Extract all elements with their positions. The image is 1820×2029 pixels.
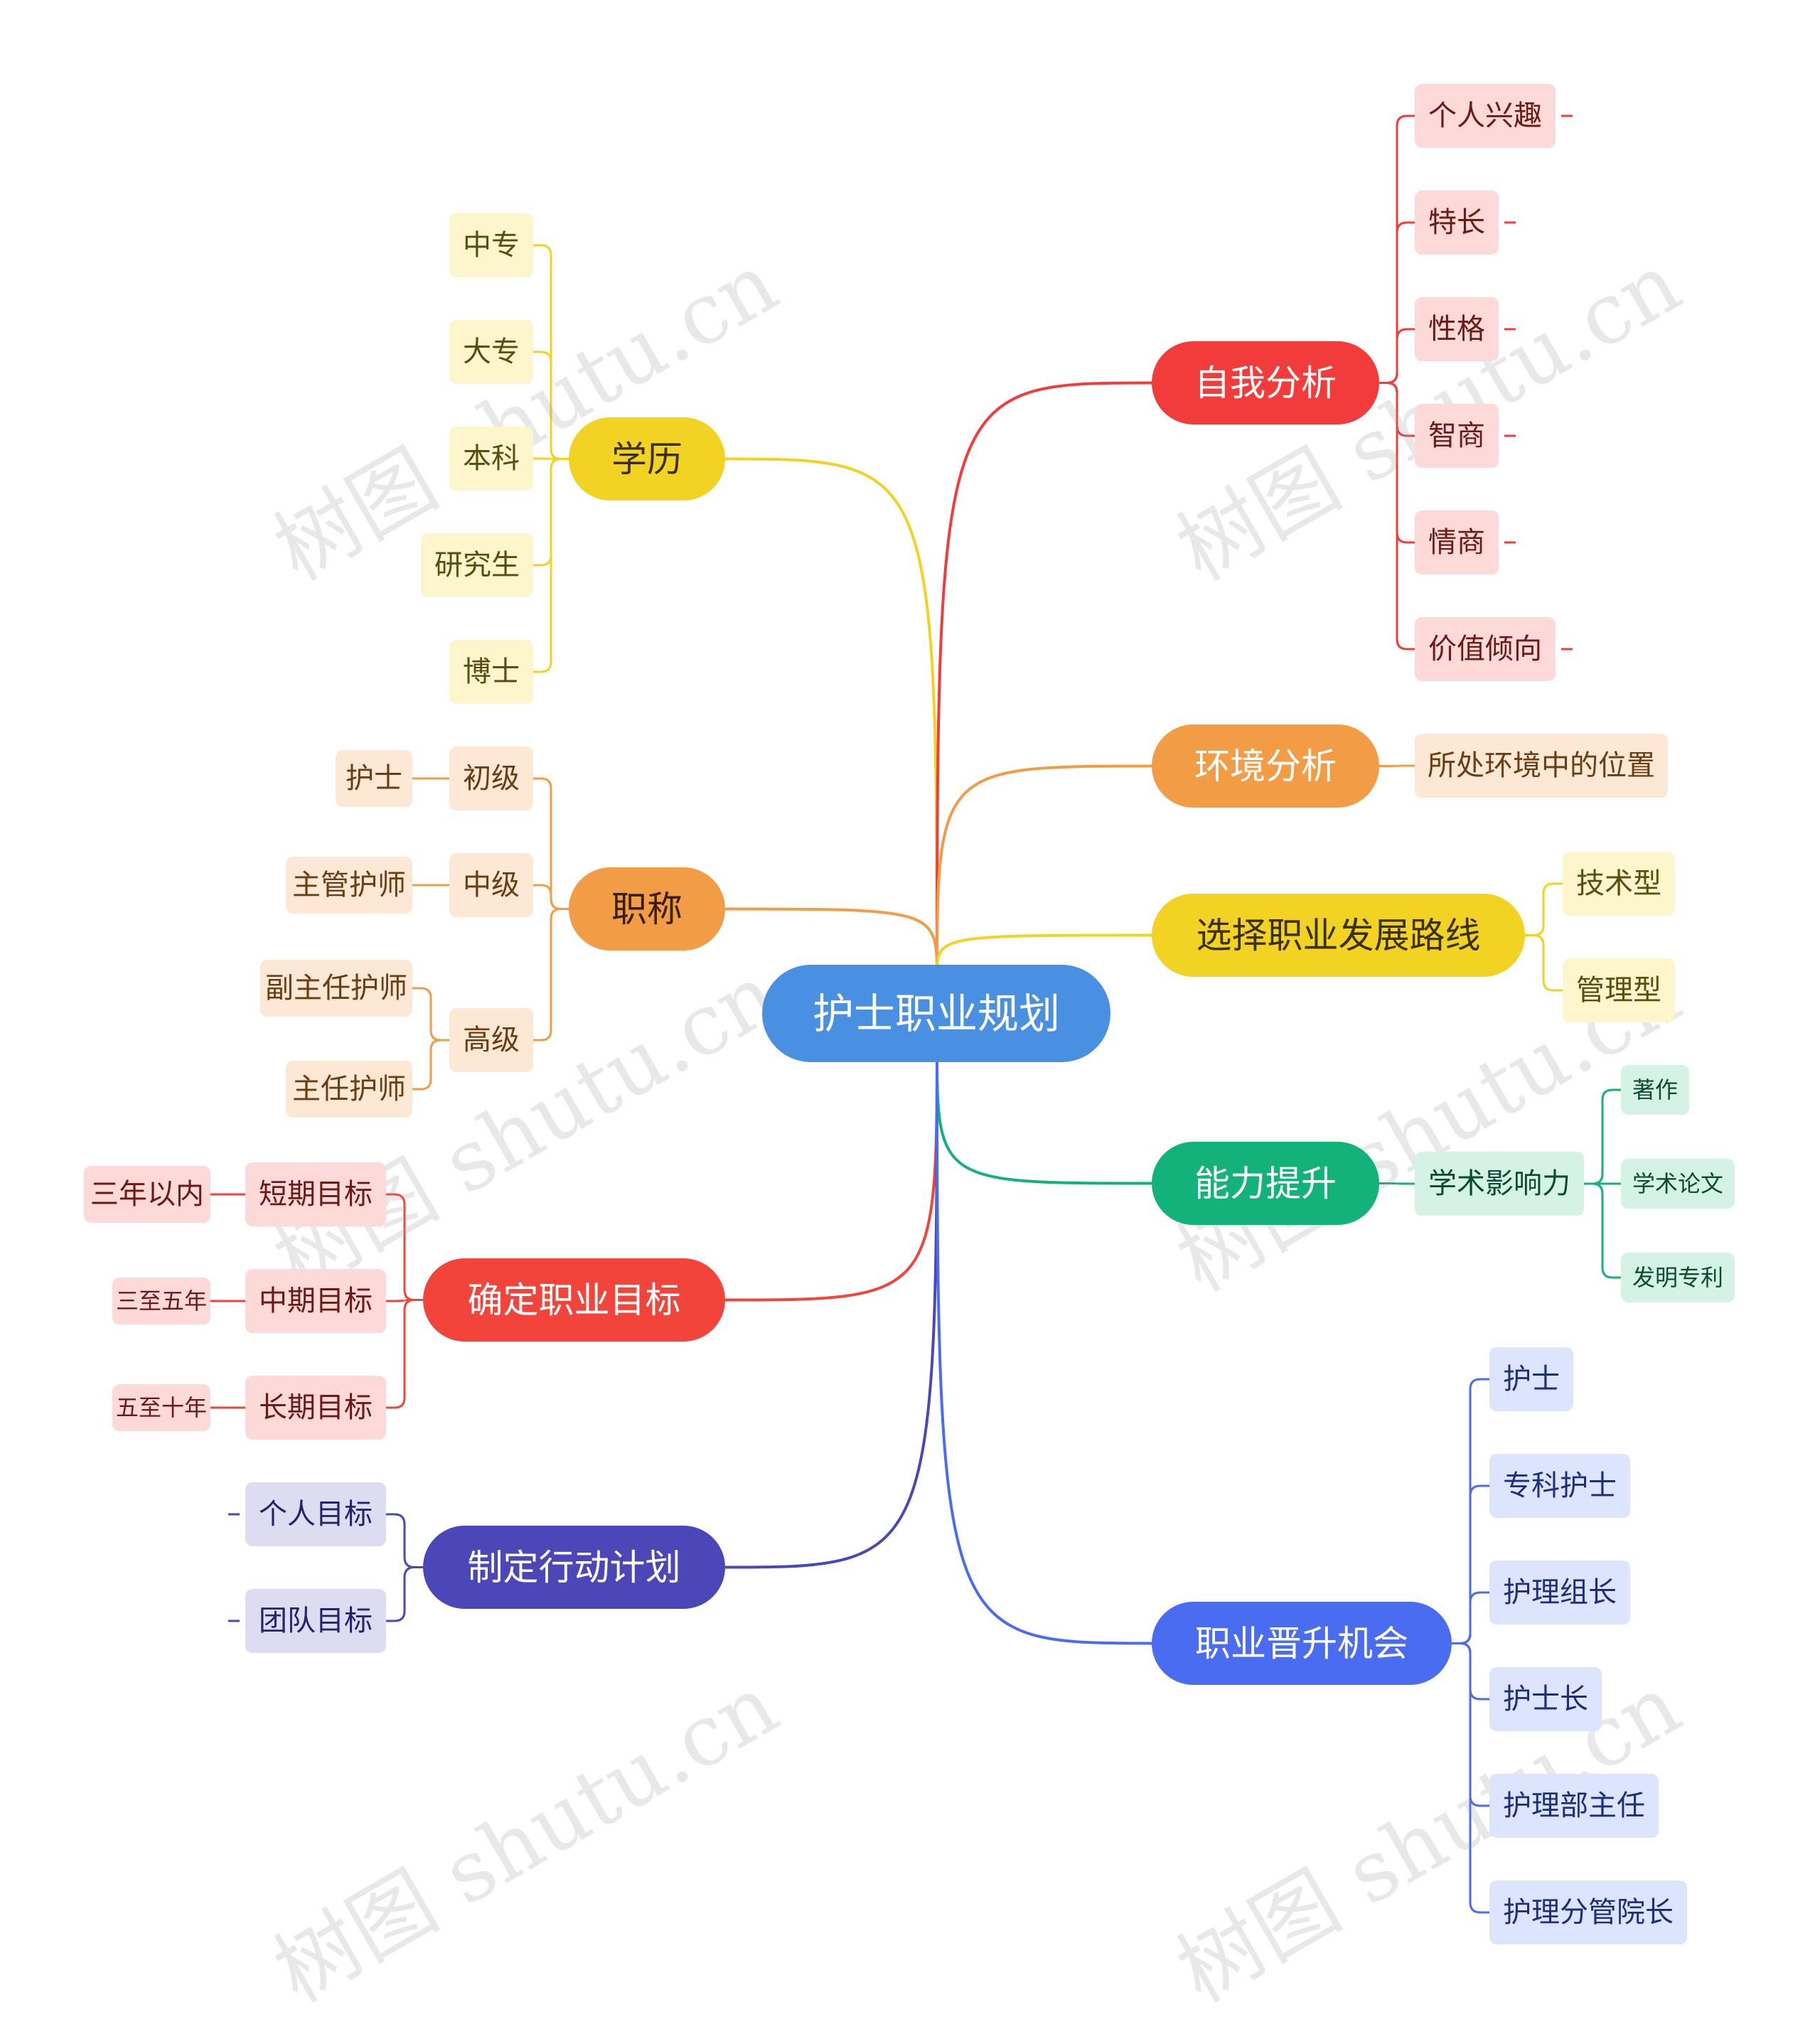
branch-plan[interactable]: 制定行动计划 bbox=[423, 1526, 725, 1609]
title-level[interactable]: 中级 bbox=[449, 853, 533, 917]
promotion-level[interactable]: 护理部主任 bbox=[1489, 1774, 1659, 1838]
goal-term[interactable]: 短期目标 bbox=[245, 1162, 386, 1226]
promotion-level[interactable]: 护士长 bbox=[1489, 1667, 1602, 1731]
title-rank[interactable]: 护士 bbox=[336, 750, 412, 807]
goal-term[interactable]: 长期目标 bbox=[245, 1376, 386, 1440]
edge-self bbox=[936, 381, 1152, 973]
academic-item[interactable]: 发明专利 bbox=[1621, 1253, 1735, 1302]
edge-child bbox=[533, 350, 569, 460]
promotion-level[interactable]: 护士 bbox=[1489, 1347, 1573, 1411]
ability-item[interactable]: 学术影响力 bbox=[1415, 1152, 1584, 1216]
branch-environment[interactable]: 环境分析 bbox=[1152, 724, 1379, 808]
edge-child bbox=[386, 1299, 423, 1409]
branch-ability[interactable]: 能力提升 bbox=[1152, 1142, 1379, 1225]
branch-promotion[interactable]: 职业晋升机会 bbox=[1152, 1602, 1452, 1685]
edge-child bbox=[1584, 1088, 1621, 1185]
self-analysis-item[interactable]: 个人兴趣 bbox=[1415, 84, 1556, 148]
edge-child bbox=[412, 987, 449, 1042]
self-analysis-item[interactable]: 智商 bbox=[1415, 404, 1499, 468]
education-item[interactable]: 中专 bbox=[449, 213, 533, 277]
edge-path bbox=[936, 933, 1152, 973]
edge-goals bbox=[724, 1054, 938, 1302]
root-node[interactable]: 护士职业规划 bbox=[762, 965, 1110, 1062]
edge-child bbox=[386, 1513, 423, 1568]
title-rank[interactable]: 副主任护师 bbox=[260, 960, 412, 1017]
edge-child bbox=[412, 1039, 449, 1091]
branch-title[interactable]: 职称 bbox=[569, 867, 725, 951]
title-level[interactable]: 初级 bbox=[449, 746, 533, 810]
title-rank[interactable]: 主管护师 bbox=[286, 857, 412, 914]
self-analysis-item[interactable]: 性格 bbox=[1415, 297, 1499, 361]
edge-plan bbox=[724, 1054, 938, 1569]
edge-promotion bbox=[936, 1054, 1152, 1645]
title-rank[interactable]: 主任护师 bbox=[286, 1061, 412, 1118]
edge-education bbox=[724, 457, 938, 973]
goal-duration[interactable]: 五至十年 bbox=[112, 1384, 210, 1431]
goal-duration[interactable]: 三至五年 bbox=[112, 1278, 210, 1324]
edge-child bbox=[1525, 934, 1563, 992]
edge-child bbox=[386, 1193, 423, 1301]
title-level[interactable]: 高级 bbox=[449, 1008, 533, 1072]
edge-ability bbox=[936, 1054, 1152, 1185]
promotion-level[interactable]: 护理组长 bbox=[1489, 1560, 1630, 1624]
edge-child bbox=[386, 1566, 423, 1622]
edge-child bbox=[1379, 382, 1415, 651]
branch-education[interactable]: 学历 bbox=[569, 417, 725, 500]
career-path-option[interactable]: 技术型 bbox=[1563, 852, 1675, 916]
academic-item[interactable]: 学术论文 bbox=[1621, 1159, 1735, 1209]
edge-child bbox=[1452, 1642, 1489, 1914]
edge-child bbox=[533, 458, 569, 673]
plan-target[interactable]: 团队目标 bbox=[245, 1589, 386, 1653]
self-analysis-item[interactable]: 价值倾向 bbox=[1415, 617, 1556, 681]
edge-child bbox=[533, 908, 569, 1042]
goal-duration[interactable]: 三年以内 bbox=[84, 1166, 210, 1223]
promotion-level[interactable]: 专科护士 bbox=[1489, 1454, 1630, 1518]
branch-self-analysis[interactable]: 自我分析 bbox=[1152, 341, 1379, 424]
promotion-level[interactable]: 护理分管院长 bbox=[1489, 1880, 1687, 1944]
branch-career-path[interactable]: 选择职业发展路线 bbox=[1152, 894, 1525, 977]
branch-goals[interactable]: 确定职业目标 bbox=[423, 1258, 725, 1342]
environment-item[interactable]: 所处环境中的位置 bbox=[1415, 734, 1668, 798]
self-analysis-item[interactable]: 特长 bbox=[1415, 191, 1499, 255]
edge-child bbox=[1452, 1591, 1489, 1644]
career-path-option[interactable]: 管理型 bbox=[1563, 958, 1675, 1022]
edge-child bbox=[1584, 1182, 1621, 1279]
self-analysis-item[interactable]: 情商 bbox=[1415, 510, 1499, 574]
edge-child bbox=[1379, 328, 1415, 384]
edge-env bbox=[936, 764, 1152, 973]
plan-target[interactable]: 个人目标 bbox=[245, 1482, 386, 1546]
education-item[interactable]: 大专 bbox=[449, 320, 533, 384]
edge-title bbox=[724, 907, 938, 973]
education-item[interactable]: 博士 bbox=[449, 640, 533, 704]
education-item[interactable]: 研究生 bbox=[421, 533, 533, 597]
academic-item[interactable]: 著作 bbox=[1621, 1065, 1689, 1115]
goal-term[interactable]: 中期目标 bbox=[245, 1269, 386, 1333]
edge-child bbox=[1525, 882, 1563, 936]
education-item[interactable]: 本科 bbox=[449, 427, 533, 491]
